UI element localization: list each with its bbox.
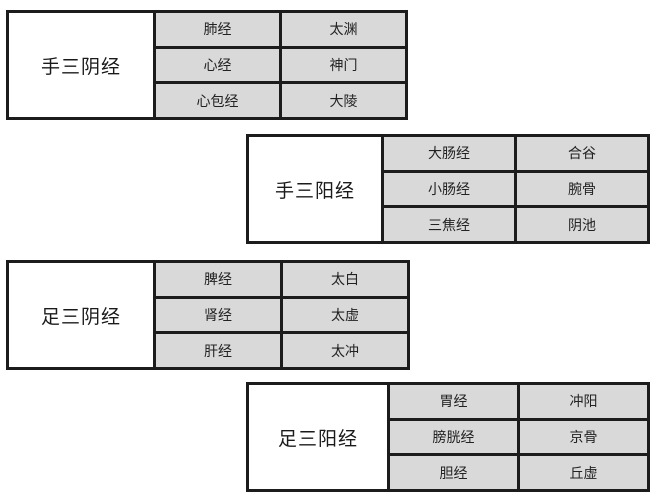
source-point-cell: 大陵: [282, 84, 405, 117]
source-point-cell: 合谷: [517, 137, 647, 170]
source-point-cell: 京骨: [520, 420, 647, 454]
meridian-cell: 心经: [156, 48, 279, 82]
meridian-block-hand-yang: 手三阳经 大肠经 合谷 小肠经 腕骨 三焦经 阴池: [246, 134, 650, 244]
meridian-cell: 大肠经: [384, 137, 514, 170]
meridian-grid: 胃经 冲阳 膀胱经 京骨 胆经 丘虚: [390, 385, 647, 489]
block-label: 足三阳经: [249, 385, 387, 489]
source-point-cell: 阴池: [517, 208, 647, 241]
meridian-cell: 肾经: [156, 298, 280, 332]
source-point-cell: 丘虚: [520, 456, 647, 489]
block-label: 手三阴经: [9, 13, 153, 117]
block-label: 足三阴经: [9, 263, 153, 367]
meridian-block-hand-yin: 手三阴经 肺经 太渊 心经 神门 心包经 大陵: [6, 10, 408, 120]
meridian-cell: 脾经: [156, 263, 280, 296]
meridian-cell: 小肠经: [384, 172, 514, 206]
source-point-cell: 太冲: [283, 334, 407, 367]
meridian-cell: 心包经: [156, 84, 279, 117]
meridian-cell: 胆经: [390, 456, 517, 489]
source-point-cell: 神门: [282, 48, 405, 82]
source-point-cell: 腕骨: [517, 172, 647, 206]
source-point-cell: 太渊: [282, 13, 405, 46]
source-point-cell: 太白: [283, 263, 407, 296]
meridian-grid: 肺经 太渊 心经 神门 心包经 大陵: [156, 13, 405, 117]
meridian-block-foot-yin: 足三阴经 脾经 太白 肾经 太虚 肝经 太冲: [6, 260, 410, 370]
meridian-cell: 膀胱经: [390, 420, 517, 454]
meridian-grid: 大肠经 合谷 小肠经 腕骨 三焦经 阴池: [384, 137, 647, 241]
block-label: 手三阳经: [249, 137, 381, 241]
meridian-cell: 肝经: [156, 334, 280, 367]
meridian-block-foot-yang: 足三阳经 胃经 冲阳 膀胱经 京骨 胆经 丘虚: [246, 382, 650, 492]
meridian-cell: 三焦经: [384, 208, 514, 241]
source-point-cell: 冲阳: [520, 385, 647, 418]
meridian-grid: 脾经 太白 肾经 太虚 肝经 太冲: [156, 263, 407, 367]
source-point-cell: 太虚: [283, 298, 407, 332]
meridian-cell: 肺经: [156, 13, 279, 46]
meridian-cell: 胃经: [390, 385, 517, 418]
